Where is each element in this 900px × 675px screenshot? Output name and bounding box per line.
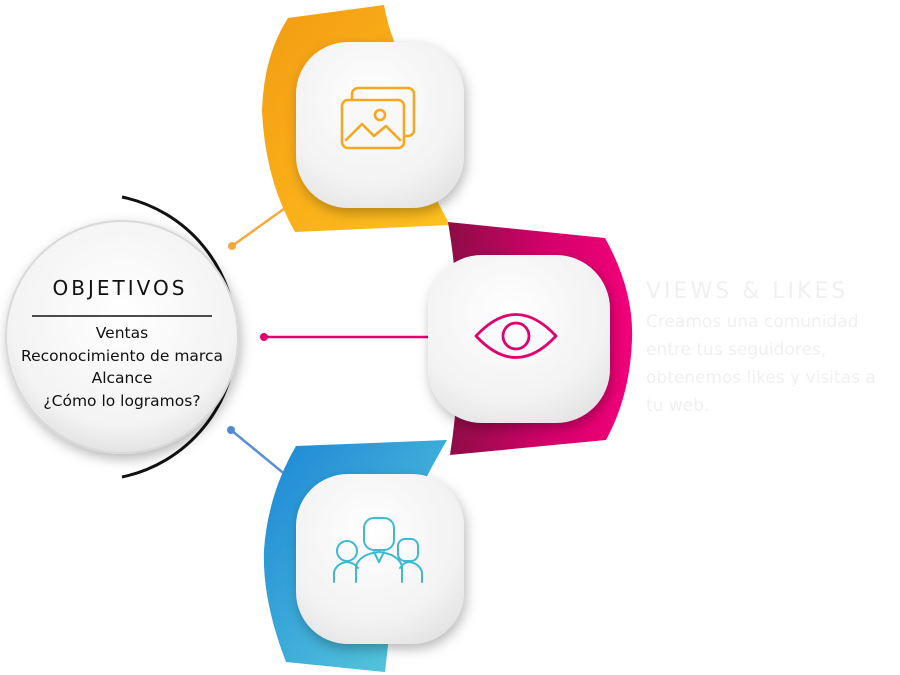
connector-dot-images <box>228 242 236 250</box>
node-views <box>428 222 633 455</box>
eye-icon <box>474 313 558 359</box>
node-views-card <box>428 255 610 423</box>
center-list: Ventas Reconocimiento de marca Alcance ¿… <box>6 322 238 412</box>
center-circle <box>5 220 239 454</box>
center-item-reconocimiento: Reconocimiento de marca <box>21 346 223 365</box>
images-icon <box>340 86 416 150</box>
people-icon <box>333 517 423 583</box>
center-item-ventas: Ventas <box>95 324 149 342</box>
center-title: OBJETIVOS <box>52 276 188 300</box>
node-images <box>262 5 464 232</box>
center-item-como: ¿Cómo lo logramos? <box>43 391 201 410</box>
connector-dot-views <box>260 333 268 341</box>
side-description: Creamos una comunidad entre tus seguidor… <box>646 312 876 416</box>
node-audience <box>263 440 464 672</box>
center-item-alcance: Alcance <box>91 369 153 387</box>
side-title: VIEWS & LIKES <box>646 279 849 304</box>
connector-dot-audience <box>227 426 235 434</box>
